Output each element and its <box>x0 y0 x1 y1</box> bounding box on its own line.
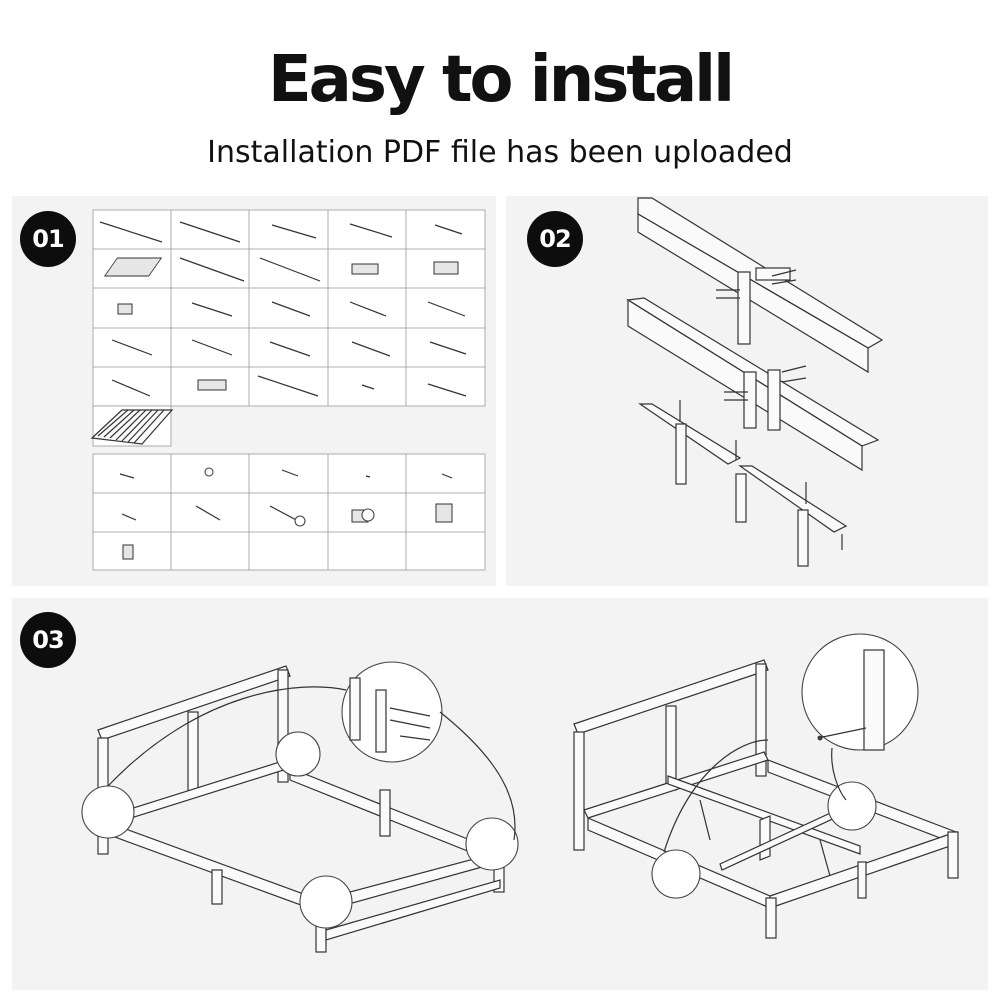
parts-list-grid <box>90 209 486 571</box>
step-badge-1: 01 <box>20 211 76 267</box>
step-badge-3: 03 <box>20 612 76 668</box>
subline: Installation PDF file has been uploaded <box>207 135 793 170</box>
bed-assembly-right <box>573 633 959 939</box>
headline: Easy to install <box>267 43 735 117</box>
frame-assembly-diagram <box>626 197 884 567</box>
bed-assembly-left <box>81 661 519 953</box>
step-badge-2: 02 <box>527 211 583 267</box>
